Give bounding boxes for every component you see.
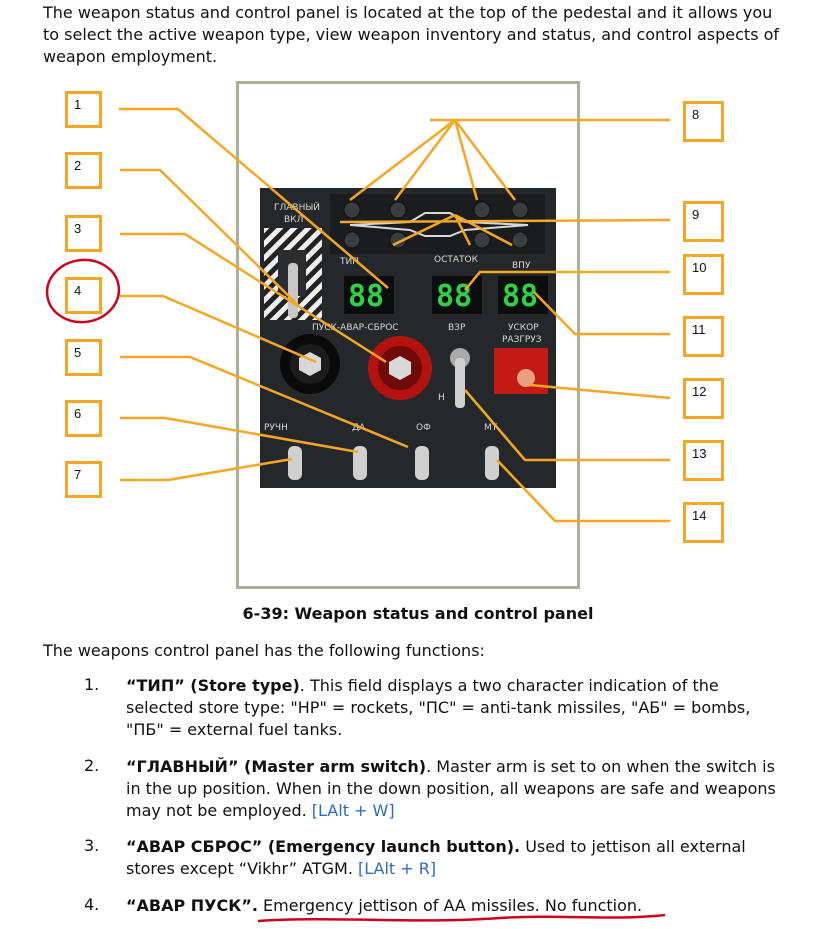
callout-9: 9	[683, 201, 724, 242]
leader-9	[339, 213, 671, 247]
label-vkl: ВКЛ	[284, 215, 303, 225]
callout-10: 10	[683, 254, 724, 295]
label-pusk: ПУСК-АВАР-СБРОС	[312, 323, 399, 333]
leader-4	[120, 294, 317, 364]
leader-7	[120, 457, 293, 482]
item-number: 3.	[84, 836, 100, 855]
label-razgruz: РАЗГРУЗ	[502, 335, 542, 345]
leader-10	[464, 270, 670, 291]
leader-5	[120, 355, 409, 449]
label-vpu: ВПУ	[512, 261, 531, 271]
item-title: “АВАР ПУСК”.	[126, 896, 258, 915]
label-mt: МТ	[484, 423, 498, 433]
item-number: 1.	[84, 675, 100, 694]
figure-caption: 6-39: Weapon status and control panel	[242, 604, 594, 623]
callout-5: 5	[65, 339, 102, 376]
label-uskor: УСКОР	[508, 323, 539, 333]
leader-2	[120, 168, 299, 306]
display-vpu: 88	[502, 279, 538, 314]
display-ostatok: 88	[436, 279, 472, 314]
label-ostatok: ОСТАТОК	[434, 255, 479, 265]
callout-8: 8	[683, 101, 724, 142]
item-number: 4.	[84, 895, 100, 914]
label-vzr: ВЗР	[448, 323, 466, 333]
leader-11	[533, 291, 670, 336]
callout-6: 6	[65, 400, 102, 437]
leader-12	[529, 383, 671, 400]
label-glavny: ГЛАВНЫЙ	[274, 201, 320, 213]
label-tip: ТИП	[339, 257, 359, 267]
item-text: . This field displays a two character in…	[126, 676, 751, 739]
callout-14: 14	[683, 502, 724, 543]
item-title: “ТИП” (Store type)	[126, 676, 300, 695]
item-text: Emergency jettison of AA missiles. No fu…	[257, 896, 643, 915]
item-text: Used to jettison all external stores exc…	[126, 837, 746, 878]
display-tip: 88	[348, 279, 384, 314]
leader-6	[120, 416, 359, 454]
label-n: Н	[438, 393, 445, 403]
callout-3: 3	[65, 215, 102, 252]
leader-1	[119, 107, 389, 289]
label-ruchn: РУЧН	[264, 423, 288, 433]
callout-2: 2	[65, 152, 102, 189]
item-text: . Master arm is set to on when the switc…	[126, 757, 776, 820]
leader-8	[349, 118, 670, 201]
leader-3	[120, 232, 387, 364]
item-shortcut: [LAlt + W]	[311, 801, 395, 820]
lead-text: The weapons control panel has the follow…	[43, 641, 485, 660]
item-title: “АВАР СБРОС” (Emergency launch button).	[126, 837, 521, 856]
item-number: 2.	[84, 756, 100, 775]
intro-paragraph: The weapon status and control panel is l…	[43, 3, 780, 66]
item-title: “ГЛАВНЫЙ” (Master arm switch)	[126, 757, 427, 776]
annotation-circle	[45, 258, 121, 324]
callout-12: 12	[683, 378, 724, 419]
callout-7: 7	[65, 461, 102, 498]
label-of: ОФ	[416, 423, 431, 433]
callout-11: 11	[683, 316, 724, 357]
callout-4: 4	[65, 277, 102, 314]
annotation-underline	[257, 913, 666, 923]
item-shortcut: [LAlt + R]	[358, 859, 437, 878]
callout-1: 1	[65, 91, 102, 128]
leader-13	[464, 389, 670, 462]
callout-13: 13	[683, 440, 724, 481]
leader-14	[496, 459, 670, 523]
